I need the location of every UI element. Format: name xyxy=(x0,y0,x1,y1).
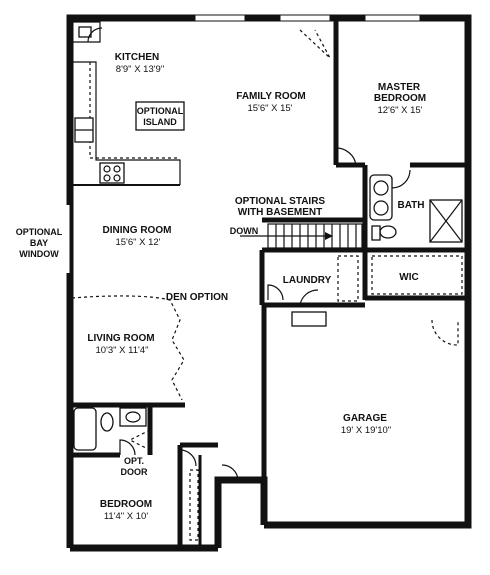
garage-door-swing xyxy=(431,319,459,346)
bath-fixtures xyxy=(369,174,463,243)
interior-walls xyxy=(72,20,468,548)
den-option-wall xyxy=(71,295,185,401)
opt-door-line2: DOOR xyxy=(121,467,149,477)
island-outline xyxy=(135,101,185,131)
kitchen-fixtures xyxy=(72,21,185,185)
master-door xyxy=(335,147,357,166)
bay-window xyxy=(66,200,74,278)
wic-name: WIC xyxy=(399,272,418,283)
master-bedroom-line2: BEDROOM xyxy=(374,93,426,104)
island-label-2: ISLAND xyxy=(143,117,177,127)
room-labels: KITCHEN 8'9" X 13'9" OPTIONAL ISLAND FAM… xyxy=(16,52,426,522)
top-windows xyxy=(194,14,421,22)
bay-window-line3: WINDOW xyxy=(19,249,59,259)
master-bedroom-size: 12'6" X 15' xyxy=(377,105,422,116)
wic-shelves xyxy=(371,255,463,295)
bedroom-doors xyxy=(179,449,239,541)
garage-step xyxy=(291,311,327,327)
kitchen-name: KITCHEN xyxy=(115,52,159,63)
exterior-walls xyxy=(66,14,472,552)
island-label-1: OPTIONAL xyxy=(137,106,184,116)
garage-size: 19' X 19'10" xyxy=(341,425,391,436)
living-room-name: LIVING ROOM xyxy=(87,333,154,344)
stairs-down: DOWN xyxy=(230,226,259,236)
family-room-size: 15'6" X 15' xyxy=(247,103,292,114)
hall-bath-fixtures xyxy=(73,407,151,456)
den-option-name: DEN OPTION xyxy=(166,292,228,303)
laundry-name: LAUNDRY xyxy=(283,275,332,286)
kitchen-size: 8'9" X 13'9" xyxy=(116,64,164,75)
opt-door-line1: OPT. xyxy=(124,456,144,466)
master-bedroom-line1: MASTER xyxy=(378,82,421,93)
bay-window-line1: OPTIONAL xyxy=(16,227,63,237)
bath-name: BATH xyxy=(397,200,424,211)
family-room-name: FAMILY ROOM xyxy=(236,91,305,102)
living-room-size: 10'3" X 11'4" xyxy=(96,345,149,356)
stairs-line1: OPTIONAL STAIRS xyxy=(235,196,326,207)
bay-window-line2: BAY xyxy=(30,238,48,248)
stairs-line2: WITH BASEMENT xyxy=(238,207,322,218)
dining-room-name: DINING ROOM xyxy=(103,225,172,236)
stairs xyxy=(240,223,363,249)
family-door-swing xyxy=(299,29,331,59)
bath-door xyxy=(391,169,411,189)
garage-name: GARAGE xyxy=(343,413,387,424)
bedroom-name: BEDROOM xyxy=(100,499,152,510)
laundry-fixtures xyxy=(267,255,359,327)
bedroom-size: 11'4" X 10' xyxy=(104,511,149,522)
dining-room-size: 15'6" X 12' xyxy=(115,237,160,248)
